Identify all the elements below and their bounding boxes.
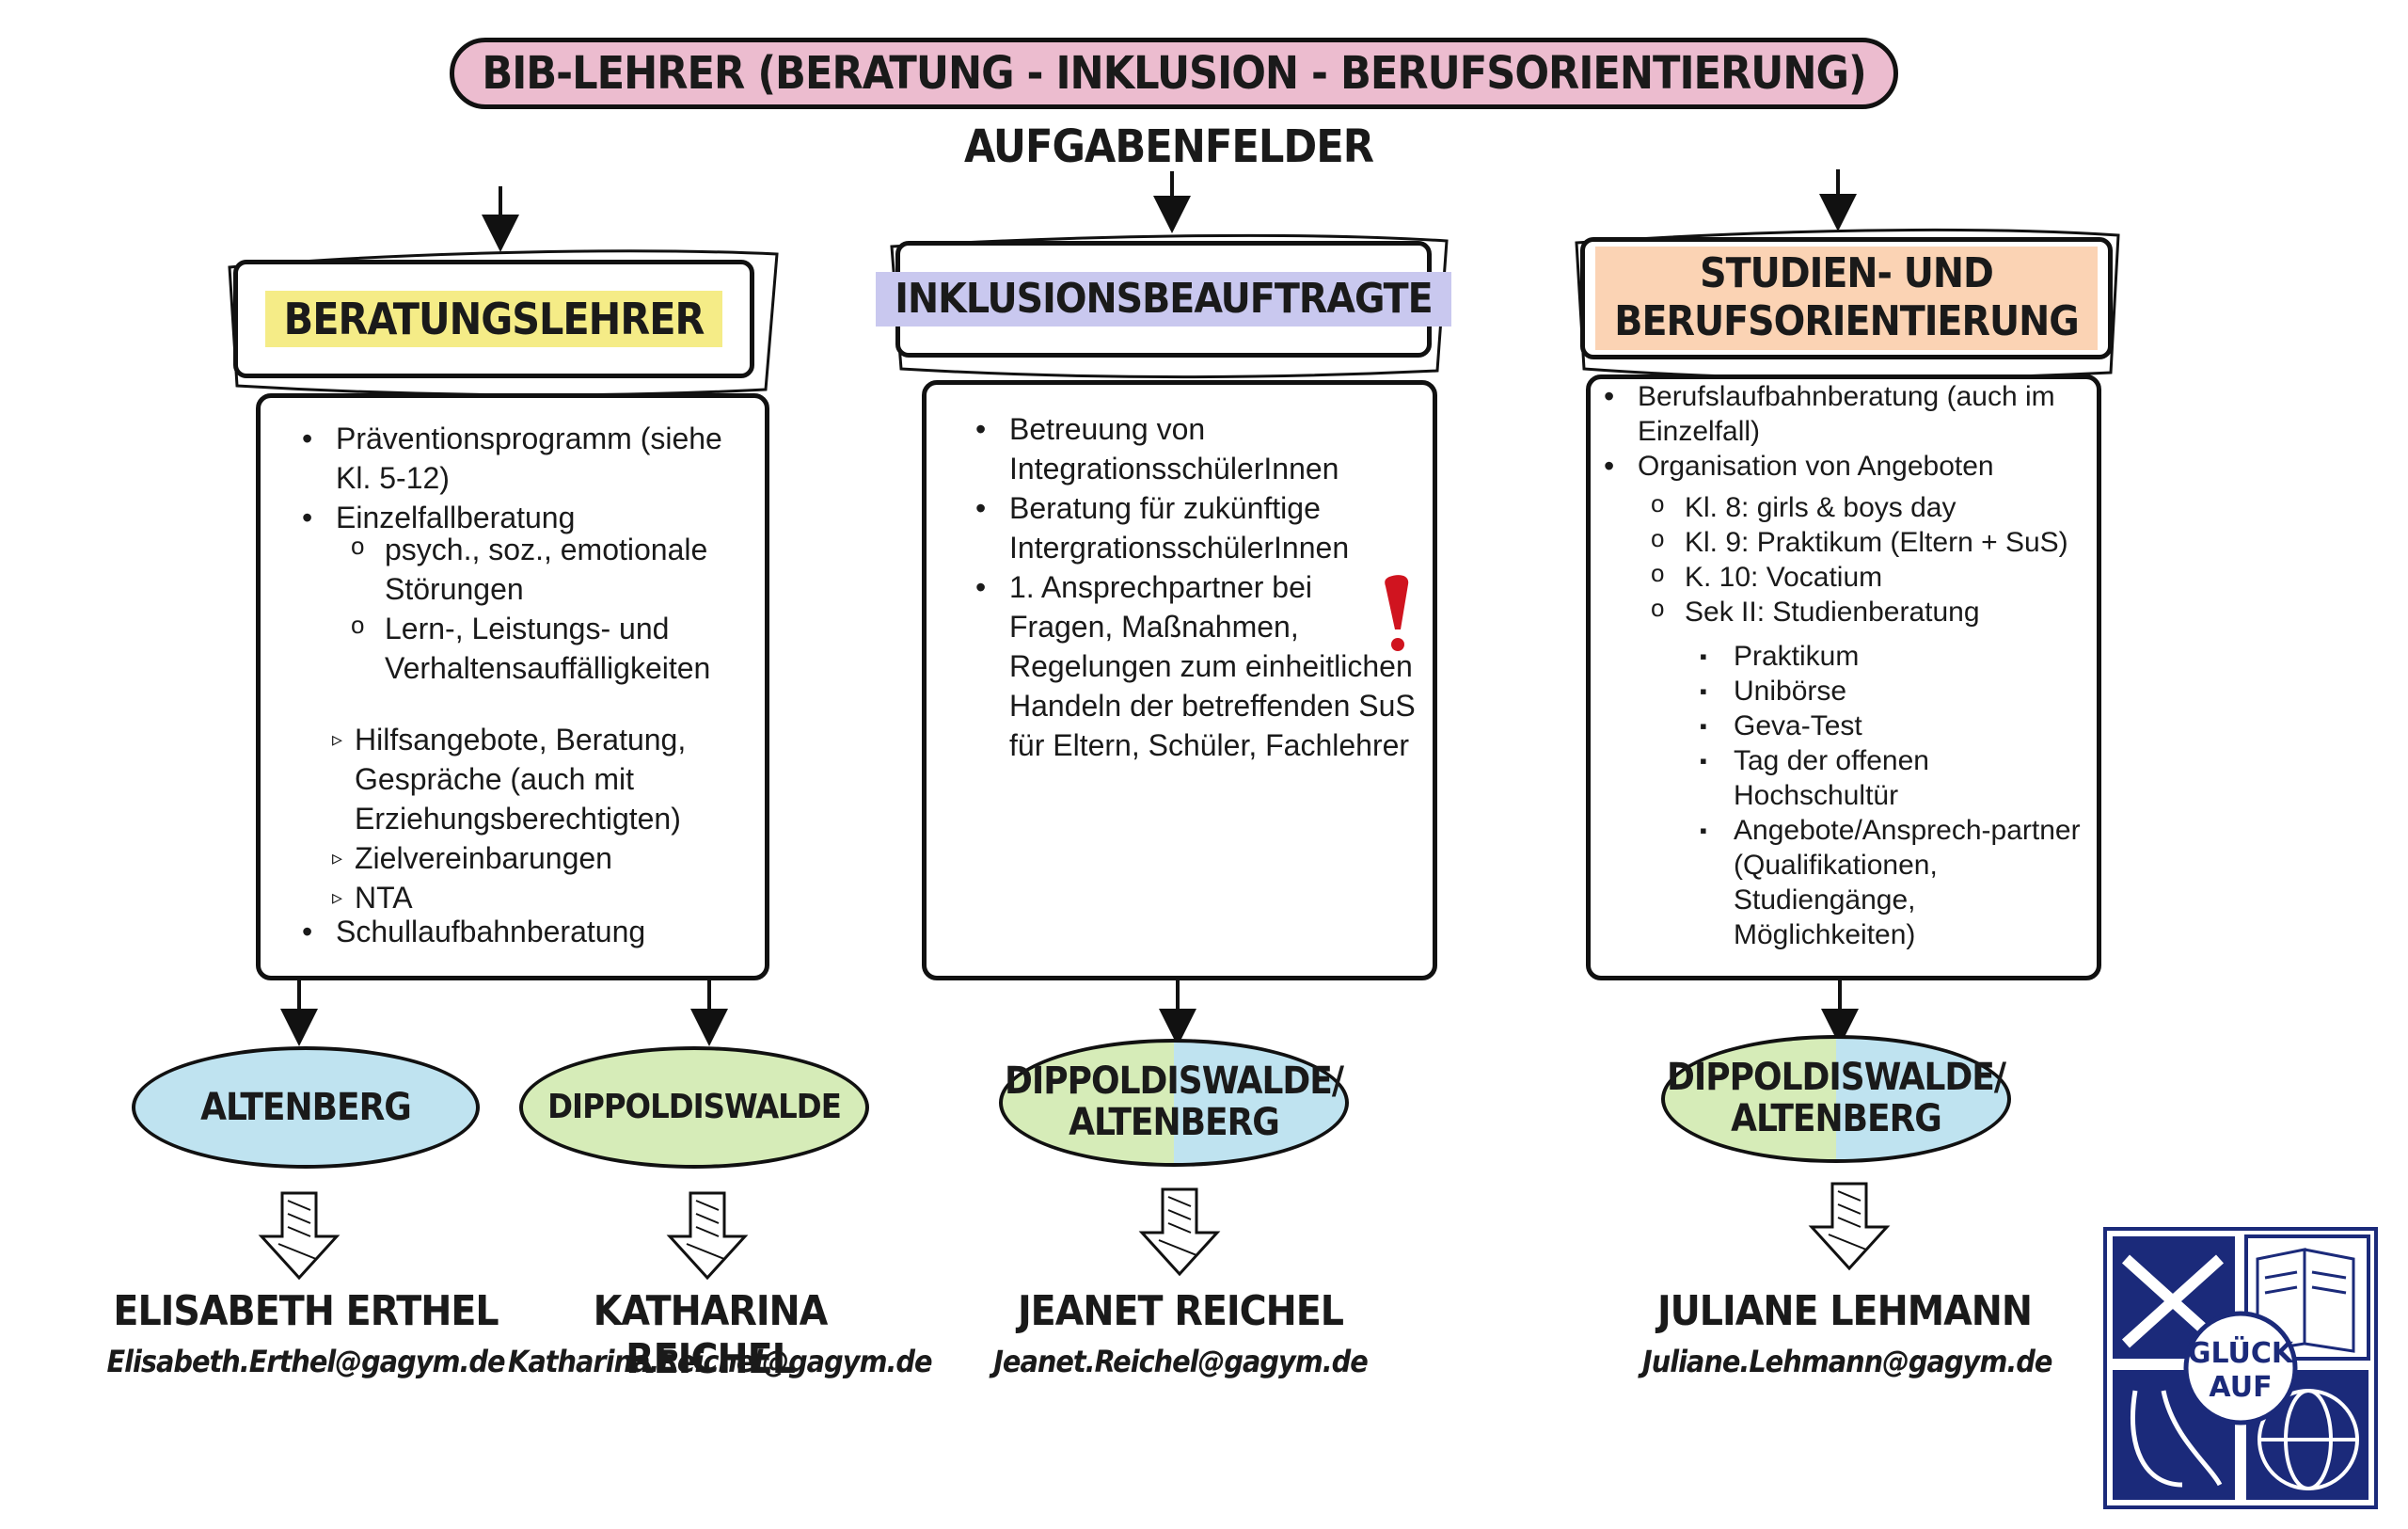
contact-name-3: JEANET REICHEL — [1017, 1287, 1344, 1335]
card-studien: Berufslaufbahnberatung (auch im Einzelfa… — [1586, 374, 2101, 980]
list-item: 1. Ansprechpartner bei Fragen, Maßnahmen… — [975, 567, 1423, 765]
location-line: DIPPOLDISWALDE/ — [1005, 1059, 1344, 1103]
heading-box-beratung: BERATUNGSLEHRER — [233, 260, 754, 378]
list-item: Geva-Test — [1700, 709, 2097, 743]
list-item: Organisation von Angeboten — [1604, 449, 2099, 484]
list-item: Unibörse — [1700, 674, 2097, 709]
list-item: Betreuung von IntegrationsschülerInnen — [975, 409, 1423, 488]
heading-studien-line2: BERUFSORIENTIERUNG — [1614, 297, 2079, 345]
location-dipp-alt-2: DIPPOLDISWALDE/ ALTENBERG — [1661, 1035, 2011, 1163]
sketch-arrow-1 — [258, 1191, 341, 1281]
list-item: Zielvereinbarungen — [332, 838, 750, 878]
title-banner: BIB-LEHRER (BERATUNG - INKLUSION - BERUF… — [450, 38, 1898, 109]
list-item: NTA — [332, 878, 750, 917]
list-item: Kl. 8: girls & boys day — [1651, 486, 2099, 525]
globe-icon — [2258, 1389, 2359, 1490]
sketch-arrow-2 — [666, 1191, 749, 1281]
list-item: Schullaufbahnberatung — [302, 912, 759, 951]
location-altenberg-label: ALTENBERG — [200, 1086, 412, 1129]
logo-text-line1: GLÜCK — [2188, 1335, 2295, 1370]
location-line: ALTENBERG — [1069, 1101, 1280, 1144]
location-dipp-alt-1-label: DIPPOLDISWALDE/ ALTENBERG — [1005, 1059, 1344, 1144]
location-line: ALTENBERG — [1731, 1097, 1942, 1140]
list-item: Lern-, Leistungs- und Verhaltensauffälli… — [351, 605, 761, 688]
list-item: Hilfsangebote, Beratung, Gespräche (auch… — [332, 720, 750, 838]
contact-name-1: ELISABETH ERTHEL — [113, 1287, 499, 1335]
lyre-icon — [2130, 1390, 2223, 1488]
sketch-outline-1 — [228, 249, 779, 397]
sketch-arrow-3 — [1138, 1187, 1221, 1277]
list-item: Einzelfallberatung — [302, 498, 759, 537]
heading-studien-line1: STUDIEN- UND — [1700, 249, 1994, 298]
heading-beratungslehrer: BERATUNGSLEHRER — [264, 290, 723, 348]
list-item: Beratung für zukünftige Intergrationssch… — [975, 488, 1423, 567]
sketch-arrow-4 — [1808, 1182, 1891, 1271]
contact-name-4: JULIANE LEHMANN — [1656, 1287, 2033, 1335]
list-item: Tag der offenen Hochschultür — [1700, 743, 2097, 813]
logo-text-line2: AUF — [2209, 1371, 2272, 1404]
location-dipp-alt-2-label: DIPPOLDISWALDE/ ALTENBERG — [1667, 1056, 2006, 1140]
list-item: Präventionsprogramm (siehe Kl. 5-12) — [302, 419, 759, 498]
list-item: Berufslaufbahnberatung (auch im Einzelfa… — [1604, 379, 2099, 449]
location-dipp-alt-1: DIPPOLDISWALDE/ ALTENBERG — [999, 1039, 1349, 1167]
heading-inklusionsbeauftragte: INKLUSIONSBEAUFTRAGTE — [876, 271, 1451, 327]
card-inklusion: Betreuung von IntegrationsschülerInnen B… — [922, 380, 1437, 980]
heading-studien-berufsorientierung: STUDIEN- UND BERUFSORIENTIERUNG — [1595, 247, 2098, 350]
heading-box-studien: STUDIEN- UND BERUFSORIENTIERUNG — [1580, 237, 2113, 359]
school-logo: GLÜCK AUF — [2103, 1227, 2378, 1509]
subtitle: AUFGABENFELDER — [963, 120, 1374, 173]
contact-name-2: KATHARINA REICHEL — [593, 1287, 829, 1383]
page-title: BIB-LEHRER (BERATUNG - INKLUSION - BERUF… — [482, 47, 1866, 100]
location-dippoldiswalde: DIPPOLDISWALDE — [519, 1046, 869, 1169]
location-altenberg: ALTENBERG — [132, 1046, 480, 1169]
contact-email-2[interactable]: Katharina.Reichel@gagym.de — [508, 1344, 933, 1379]
location-dippoldiswalde-label: DIPPOLDISWALDE — [547, 1088, 842, 1126]
list-item: Kl. 9: Praktikum (Eltern + SuS) — [1651, 521, 2099, 560]
contact-email-3[interactable]: Jeanet.Reichel@gagym.de — [993, 1344, 1369, 1379]
contact-email-4[interactable]: Juliane.Lehmann@gagym.de — [1642, 1344, 2052, 1379]
list-item: Praktikum — [1700, 639, 2097, 674]
list-item: psych., soz., emotionale Störungen — [351, 526, 761, 609]
exclamation-icon — [1385, 575, 1409, 651]
heading-box-inklusion: INKLUSIONSBEAUFTRAGTE — [876, 241, 1451, 358]
list-item: Sek II: Studienberatung — [1651, 591, 2099, 629]
list-item: Angebote/Ansprech-partner (Qualifikation… — [1700, 813, 2097, 952]
list-item: K. 10: Vocatium — [1651, 556, 2099, 595]
contact-email-1[interactable]: Elisabeth.Erthel@gagym.de — [106, 1344, 505, 1379]
logo-graphic: GLÜCK AUF — [2113, 1234, 2370, 1500]
card-beratungslehrer: Präventionsprogramm (siehe Kl. 5-12) Ein… — [256, 393, 769, 980]
location-line: DIPPOLDISWALDE/ — [1667, 1056, 2006, 1099]
